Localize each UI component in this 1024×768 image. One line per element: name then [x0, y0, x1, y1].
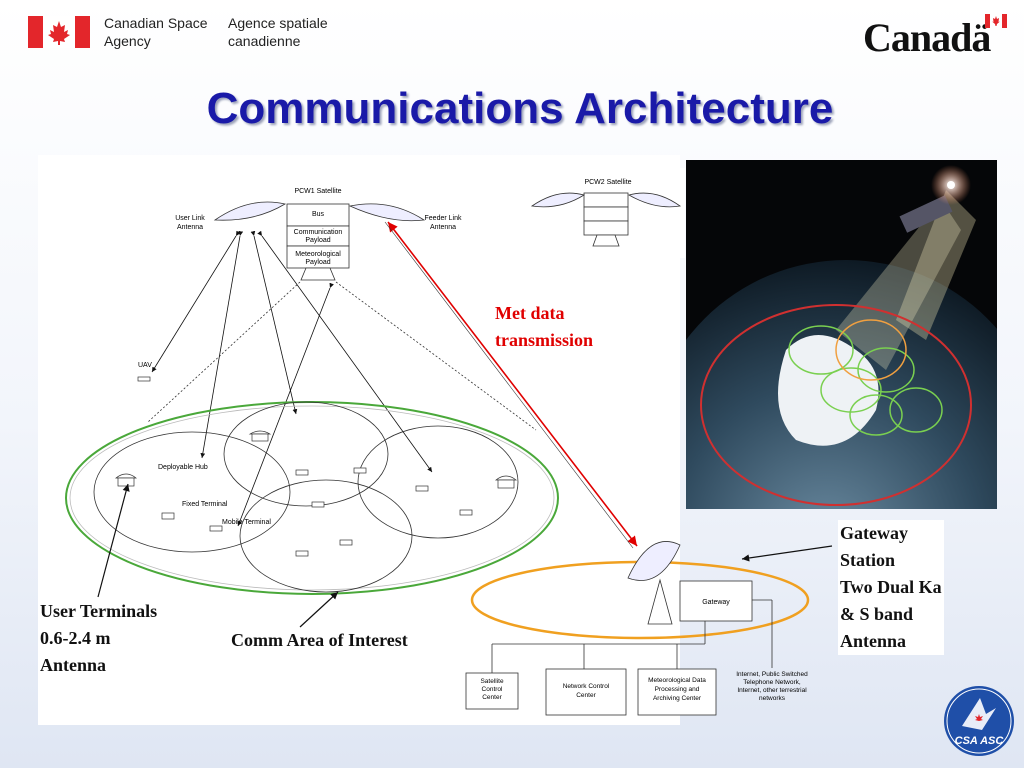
internet-note-3: Internet, other terrestrial	[737, 687, 807, 694]
gateway-station-annotation: Gateway Station Two Dual Ka & S band Ant…	[838, 520, 944, 655]
agency-name-french: Agence spatiale canadienne	[228, 15, 328, 49]
canada-wordmark: Canadä	[863, 15, 991, 60]
pcw2-satellite	[530, 192, 682, 247]
met-payload-label-1: Meteorological	[295, 251, 341, 258]
network-control-label-1: Network Control	[563, 683, 610, 690]
comm-area-callout-arrow	[299, 591, 339, 628]
user-link-arrows	[151, 230, 433, 527]
wordmark-flag-icon	[985, 14, 1007, 28]
uav-icon	[137, 376, 151, 382]
network-control-label-2: Center	[576, 692, 596, 699]
met-data-link-arrow	[387, 221, 638, 547]
feeder-link-line	[384, 221, 634, 549]
internet-note-1: Internet, Public Switched	[736, 671, 808, 678]
met-data-center-label-2: Processing and	[655, 686, 700, 693]
internet-note-2: Telephone Network,	[743, 679, 801, 686]
satellite-control-label-1: Satellite	[480, 678, 504, 685]
bus-label: Bus	[312, 211, 325, 218]
user-link-antenna-label-1: User Link	[175, 215, 205, 222]
internet-note-4: networks	[759, 695, 786, 702]
csa-logo-icon: CSA ASC	[944, 686, 1014, 756]
met-data-annotation: Met data transmission	[495, 303, 594, 350]
mobile-terminal-label: Mobile Terminal	[222, 519, 271, 526]
terminal-icons	[115, 430, 517, 557]
pcw1-label: PCW1 Satellite	[294, 188, 341, 195]
comm-area-green-ring	[65, 401, 559, 595]
comm-payload-label-1: Communication	[294, 229, 343, 236]
uav-label: UAV	[138, 362, 152, 369]
gateway-callout-arrow	[741, 545, 833, 562]
user-link-antenna-label-2: Antenna	[177, 224, 203, 231]
met-payload-label-2: Payload	[305, 259, 330, 266]
canada-flag-icon	[28, 16, 90, 48]
coverage-edge-left	[147, 281, 301, 423]
feeder-link-antenna-label-1: Feeder Link	[425, 215, 462, 222]
coverage-cells	[93, 401, 519, 593]
agency-name-english: Canadian Space Agency	[104, 15, 208, 49]
deployable-hub-label: Deployable Hub	[158, 464, 208, 471]
slide-title: Communications Architecture	[206, 84, 834, 133]
ground-centers	[465, 668, 717, 716]
met-data-center-label-1: Meteorological Data	[648, 677, 706, 684]
pcw2-label: PCW2 Satellite	[584, 179, 631, 186]
arctic-coverage-image	[686, 160, 997, 509]
logo-text: CSA ASC	[955, 735, 1005, 747]
ground-network-lines	[491, 599, 773, 673]
user-terminals-annotation: User Terminals 0.6-2.4 m Antenna	[40, 601, 158, 675]
feeder-link-antenna-label-2: Antenna	[430, 224, 456, 231]
satellite-control-label-2: Control	[482, 686, 504, 693]
gateway-station	[470, 541, 810, 640]
satellite-control-label-3: Center	[482, 694, 502, 701]
comm-area-inner-ring	[69, 405, 555, 591]
user-terminals-callout-arrow	[97, 483, 130, 598]
fixed-terminal-label: Fixed Terminal	[182, 501, 228, 508]
met-data-center-label-3: Archiving Center	[653, 695, 702, 702]
comm-area-annotation: Comm Area of Interest	[231, 630, 408, 650]
gateway-box-label: Gateway	[702, 599, 730, 606]
comm-payload-label-2: Payload	[305, 237, 330, 244]
